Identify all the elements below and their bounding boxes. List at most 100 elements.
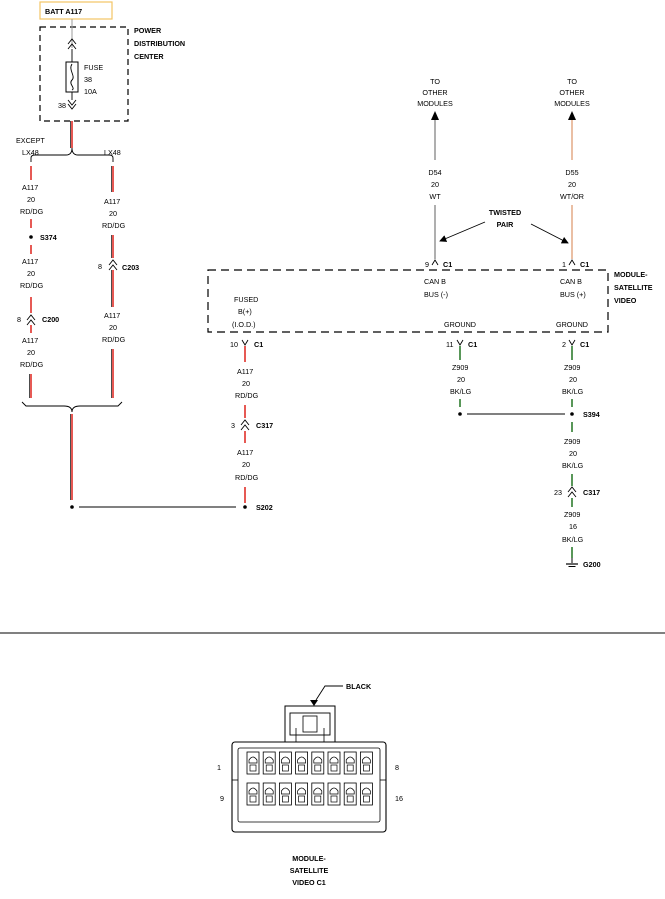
pin-2-connector: [568, 339, 576, 346]
lx48-left-label: LX48: [22, 148, 39, 157]
pin-10-label: 10: [230, 340, 238, 349]
module-name-1: MODULE-: [614, 270, 648, 279]
twisted-pair-label-2: PAIR: [497, 220, 514, 229]
pin-lock: [265, 795, 273, 803]
d54-color: WT: [429, 192, 441, 201]
pin-lock: [363, 764, 370, 772]
pin-terminal: [345, 787, 355, 795]
can-high-label-1: CAN B: [560, 277, 582, 286]
right-w1-gauge: 20: [109, 209, 117, 218]
fused-label-1: FUSED: [234, 295, 258, 304]
c203-connector: [108, 259, 118, 271]
pin-terminal: [362, 787, 371, 795]
left-w1-gauge: 20: [27, 195, 35, 204]
connector-face-view: BLACK 1 8 9 16 MODULE- SATELLITE VIDEO C…: [217, 682, 403, 887]
d55-color: WT/OR: [560, 192, 584, 201]
d55-gauge: 20: [568, 180, 576, 189]
c1-label-pin10: C1: [254, 340, 263, 349]
c317-fused-label: C317: [256, 421, 273, 430]
gnd-w3-code: Z909: [564, 437, 580, 446]
gnd-w1-gauge: 20: [457, 375, 465, 384]
pin-cavities: [246, 751, 373, 806]
except-label: EXCEPT: [16, 136, 45, 145]
pin-lock: [249, 795, 257, 803]
split-brace: [30, 147, 114, 162]
twisted-pair-label-1: TWISTED: [489, 208, 521, 217]
can-high-label-2: BUS (+): [560, 290, 586, 299]
right-w1-color: RD/DG: [102, 221, 126, 230]
pin-8-marker: 8: [395, 763, 399, 772]
fused-w1-color: RD/DG: [235, 391, 259, 400]
pin-10-connector: [241, 339, 249, 346]
fused-label-3: (I.O.D.): [232, 320, 256, 329]
connector-pointer-arrow: [310, 700, 318, 706]
to-modules-2-line1: TO: [567, 77, 577, 86]
merge-node: [70, 505, 74, 509]
pin-2-label: 2: [562, 340, 566, 349]
left-w3-gauge: 20: [27, 348, 35, 357]
left-w1-code: A117: [22, 183, 38, 192]
pin-terminal: [281, 756, 290, 764]
module-name-3: VIDEO: [614, 296, 637, 305]
c1-label-pin9: C1: [443, 260, 452, 269]
pin-terminal: [362, 756, 371, 764]
pin-lock: [282, 795, 289, 803]
pdc-in-connector: [67, 38, 77, 50]
connector-color-label: BLACK: [346, 682, 372, 691]
pin-terminal: [313, 756, 323, 764]
pin-terminal: [345, 756, 355, 764]
gnd-w4-code: Z909: [564, 510, 580, 519]
pdc-box: [39, 26, 129, 122]
right-w1-code: A117: [104, 197, 120, 206]
fused-w2-code: A117: [237, 448, 253, 457]
gnd-w3-gauge: 20: [569, 449, 577, 458]
pdc-out-connector: [67, 99, 77, 110]
pin-terminal: [248, 787, 258, 795]
c203-pin: 8: [98, 262, 102, 271]
pin-lock: [314, 764, 322, 772]
c317-connector-fused: [240, 419, 250, 431]
to-modules-2-line2: OTHER: [559, 88, 584, 97]
pin-terminal: [297, 756, 306, 764]
pin-terminal: [329, 756, 339, 764]
pin-lock: [249, 764, 257, 772]
pin-terminal: [264, 756, 274, 764]
pin-lock: [298, 795, 305, 803]
d55-up-arrow: [568, 111, 576, 120]
module-name-2: SATELLITE: [614, 283, 653, 292]
lx48-right-label: LX48: [104, 148, 121, 157]
c200-pin: 8: [17, 315, 21, 324]
gnd-left-node: [458, 412, 462, 416]
pin-lock: [298, 764, 305, 772]
d54-gauge: 20: [431, 180, 439, 189]
pin-terminal: [329, 787, 339, 795]
merge-brace: [21, 401, 123, 413]
s394-label: S394: [583, 410, 600, 419]
right-w2-gauge: 20: [109, 323, 117, 332]
gnd-w4-color: BK/LG: [562, 535, 584, 544]
c203-label: C203: [122, 263, 139, 272]
s374-label: S374: [40, 233, 57, 242]
gnd-w3-color: BK/LG: [562, 461, 584, 470]
s202-label: S202: [256, 503, 273, 512]
ground-label-2: GROUND: [556, 320, 588, 329]
fuse-symbol: [65, 61, 79, 93]
pin-terminal: [313, 787, 323, 795]
pin-lock: [282, 764, 289, 772]
pin-9-label: 9: [425, 260, 429, 269]
to-modules-2-line3: MODULES: [554, 99, 590, 108]
left-w2-code: A117: [22, 257, 38, 266]
c317-gnd-label: C317: [583, 488, 600, 497]
left-w2-gauge: 20: [27, 269, 35, 278]
pin-terminal: [264, 787, 274, 795]
d54-up-arrow: [431, 111, 439, 120]
fuse-label: FUSE: [84, 63, 103, 72]
fused-w2-gauge: 20: [242, 460, 250, 469]
connector-caption-2: SATELLITE: [290, 866, 329, 875]
module-box: [207, 269, 609, 333]
pin-lock: [346, 795, 354, 803]
left-w3-code: A117: [22, 336, 38, 345]
c200-connector: [26, 314, 36, 326]
pdc-title-2: DISTRIBUTION: [134, 39, 185, 48]
g200-label: G200: [583, 560, 601, 569]
